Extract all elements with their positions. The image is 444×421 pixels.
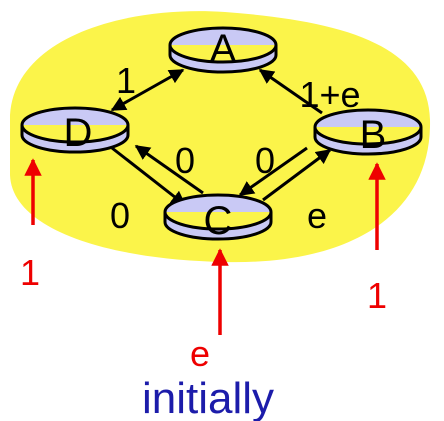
cost-d-a: 1 [116, 60, 136, 101]
load-label-b: 1 [367, 275, 387, 316]
caption: initially [142, 374, 274, 421]
link-c-b [262, 148, 332, 202]
link-d-c [111, 146, 187, 207]
router-a: A [168, 26, 278, 74]
router-a-label: A [210, 27, 237, 71]
link-d-a [110, 68, 185, 112]
router-c-label: C [204, 199, 233, 243]
cost-b-a: 1+e [299, 74, 360, 115]
cost-c-b: 0 [255, 140, 275, 181]
link-b-a [258, 68, 323, 115]
load-label-d: 1 [20, 252, 40, 293]
router-d: D [20, 106, 130, 155]
link-b-c [238, 146, 308, 197]
cost-d-c: 0 [110, 195, 130, 236]
router-c: C [163, 193, 273, 243]
router-b: B [313, 108, 423, 157]
load-label-c: e [190, 333, 210, 374]
cost-b-c: e [307, 195, 327, 236]
router-b-label: B [360, 113, 387, 157]
router-d-label: D [64, 111, 93, 155]
cost-c-d: 0 [175, 140, 195, 181]
link-c-d [134, 144, 204, 195]
